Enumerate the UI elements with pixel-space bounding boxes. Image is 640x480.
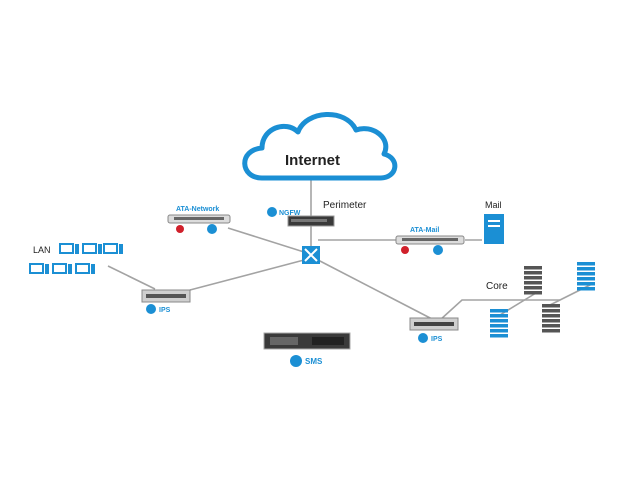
hp-logo-icon: [207, 224, 217, 234]
workstation-icon: [75, 263, 95, 274]
ngfw-label: NGFW: [279, 210, 301, 217]
hp-logo-icon: [418, 333, 428, 343]
server-unit: [524, 291, 542, 295]
ips-right-label: IPS: [431, 336, 443, 343]
link-switch-ips-left: [189, 259, 305, 291]
ata-network-label: ATA-Network: [176, 206, 219, 213]
core-servers: [490, 262, 595, 338]
cloud-label: Internet: [285, 152, 340, 169]
sms-label: SMS: [305, 357, 323, 366]
server-stack-icon: [524, 266, 542, 295]
link-ata-network-switch: [227, 227, 305, 253]
server-unit: [490, 324, 508, 328]
workstation-icon: [103, 243, 123, 254]
hp-logo-icon: [290, 355, 302, 367]
mail-label: Mail: [485, 200, 502, 210]
server-unit: [577, 282, 595, 286]
server-unit: [577, 267, 595, 271]
link-switch-ips-right: [317, 259, 435, 321]
server-unit: [490, 329, 508, 333]
ips-left-label: IPS: [159, 307, 171, 314]
hp-logo-icon: [267, 207, 277, 217]
server-unit: [577, 277, 595, 281]
server-unit: [490, 314, 508, 318]
server-unit: [542, 304, 560, 308]
workstation-icon: [59, 243, 79, 254]
server-unit: [542, 329, 560, 333]
server-unit: [577, 272, 595, 276]
core-switch-icon: [302, 246, 320, 264]
server-unit: [524, 276, 542, 280]
server-stack-icon: [490, 309, 508, 338]
hp-logo-icon: [433, 245, 443, 255]
server-unit: [490, 334, 508, 338]
server-unit: [577, 262, 595, 266]
ata-mail-label: ATA-Mail: [410, 227, 439, 234]
link-lan-ips-left: [107, 265, 156, 290]
workstation-icon: [52, 263, 72, 274]
server-unit: [490, 319, 508, 323]
workstation-icon: [82, 243, 102, 254]
lan-workstations: [29, 243, 123, 274]
ata-mail-appliance-icon: [395, 235, 465, 255]
server-unit: [490, 309, 508, 313]
ips-right-appliance-icon: [409, 317, 459, 343]
server-unit: [524, 266, 542, 270]
ata-network-appliance-icon: [167, 214, 231, 234]
server-unit: [542, 319, 560, 323]
core-label: Core: [486, 281, 508, 292]
ips-left-appliance-icon: [141, 289, 191, 314]
server-unit: [542, 314, 560, 318]
server-unit: [524, 281, 542, 285]
ngfw-appliance-icon: [267, 207, 335, 227]
mail-server-icon: [484, 214, 504, 244]
lan-label: LAN: [33, 245, 51, 255]
sms-appliance-icon: [263, 332, 351, 367]
server-unit: [542, 324, 560, 328]
internet-cloud: [242, 112, 398, 181]
workstation-icon: [29, 263, 49, 274]
server-unit: [524, 271, 542, 275]
trend-logo-icon: [401, 246, 409, 254]
server-stack-icon: [542, 304, 560, 333]
perimeter-label: Perimeter: [323, 200, 367, 211]
server-stack-icon: [577, 262, 595, 291]
server-unit: [524, 286, 542, 290]
link-ips-right-core: [439, 299, 560, 321]
trend-logo-icon: [176, 225, 184, 233]
connections: [107, 180, 593, 321]
server-unit: [577, 287, 595, 291]
server-unit: [542, 309, 560, 313]
hp-logo-icon: [146, 304, 156, 314]
